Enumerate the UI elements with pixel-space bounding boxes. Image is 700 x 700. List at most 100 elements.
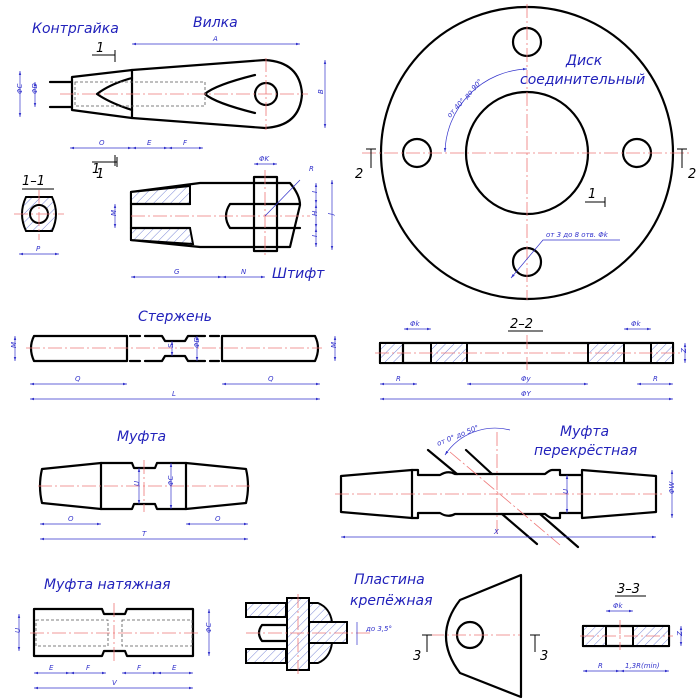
vilka-view: Контргайка Вилка 1 A B ΦC ΦD O E F 1 [16,15,327,182]
perek-right-cone [580,468,658,520]
mufta-perek-view: Муфта перекрёстная от 0° до 50° U ΦW X [335,424,676,549]
dim-V: V [112,679,118,687]
dim-I-top: I [311,191,319,193]
dim-D: ΦD [31,82,39,94]
section-2-2-label: 2–2 [510,317,533,332]
dim-Q-left: Q [75,375,81,383]
dim-F-right: F [137,664,142,672]
dim-Y: ΦY [521,390,532,398]
section-3-3-label: 3–3 [617,582,640,597]
section-label-1-bottom: 1 [96,167,104,182]
title-kontrgaika: Контргайка [32,21,119,37]
section-label-3-right: 3 [540,649,548,664]
dim-M-left: M [10,342,18,348]
mufta-right-cone [184,461,250,511]
dim-y: Φy [521,375,532,383]
dim-Z: Z [680,348,688,354]
title-perek-1: Муфта [560,424,609,440]
dim-R-3: R [598,662,603,670]
section-mark-2-left [366,148,376,168]
dim-N: N [241,268,247,276]
title-disk-1: Диск [565,53,603,69]
dim-M-right: M [330,342,338,348]
dim-Q-right: Q [268,375,274,383]
disk-view: Диск соединительный от 40° до 90° от 3 д… [355,4,696,301]
title-mufta: Муфта [117,429,166,445]
dim-K: ΦK [259,155,271,163]
dim-B: B [317,89,325,94]
sterzhen-view: Стержень M M S ΦD Q Q L [10,309,338,401]
section-label-1-top: 1 [96,41,104,56]
disk-holes-note: от 3 до 8 отв. Φk [546,231,609,239]
section-1-1-view: 1–1 P [14,174,64,256]
dim-E-left: E [49,664,54,672]
dim-S: S [167,343,175,348]
dim-T: T [142,530,147,538]
dim-C: ΦC [16,83,24,94]
perek-cross-rod [426,448,580,549]
dim-C-mufta: ΦC [167,475,175,486]
section-label-3-left: 3 [413,649,421,664]
title-plastina-1: Пластина [354,572,425,588]
dim-M: M [110,210,118,216]
dim-I-bottom: I [311,235,319,237]
disk-angle-note: от 40° до 90° [446,78,485,120]
natyazh-outline [32,607,195,658]
section-mark-1-top [92,50,116,62]
dim-R-right: R [653,375,658,383]
section-2-2-view: 2–2 Φk Φk Z R Φy R ΦY [375,317,688,401]
clevis-outline [129,181,302,249]
section-mark-3-right [530,634,540,652]
section-mark-3-left [422,634,432,652]
mufta-left-cone [38,461,103,511]
dim-O: O [99,139,105,147]
dim-k-right: Φk [631,320,642,328]
mufta-view: Муфта U ΦC O O T [38,429,250,541]
section-mark-2-right [677,148,687,168]
plastina-angle-note: до 3,5° [365,625,392,633]
dim-O-right: O [215,515,221,523]
shtift-view: 1 ΦK R M I H I J G N Штифт [92,155,335,282]
mufta-natyazh-view: Муфта натяжная U ΦC E F F E V [14,577,213,690]
dim-W: ΦW [668,480,676,494]
section-1-1-label: 1–1 [22,174,45,189]
dim-E: E [147,139,152,147]
dim-Z-3: Z [676,631,684,637]
pin [252,175,279,253]
dim-E-right: E [172,664,177,672]
dim-R: R [309,165,314,173]
rod-left-end [29,334,129,363]
locknut-cone [95,76,134,112]
section-label-2-right: 2 [688,167,696,182]
title-sterzhen: Стержень [138,309,212,325]
perek-middle [410,468,584,520]
dim-A: A [212,35,218,43]
section-label-1-shtift: 1 [92,162,100,177]
dim-H: H [311,210,319,216]
dim-F: F [183,139,188,147]
dim-G: G [174,268,180,276]
dim-U-natyazh: U [14,628,22,633]
dim-X: X [493,528,499,536]
plastina-joint-view: Пластина крепёжная до 3,5° [245,572,433,675]
rod-stub [48,80,74,109]
mufta-middle [99,461,188,511]
plate-outline [444,573,523,699]
dim-R-left: R [396,375,401,383]
clevis-hatch [130,227,195,246]
dim-P: P [36,245,41,253]
dim-J: J [327,213,335,217]
plastina-plan-view: 3 3 [413,573,548,699]
joint-plate [308,621,348,644]
title-perek-2: перекрёстная [534,443,637,459]
dim-O-left: O [68,515,74,523]
title-natyazh: Муфта натяжная [44,577,171,593]
section-3-3-view: 3–3 Φk Z R 1,3R(min) [580,582,684,673]
rod-right-end [220,334,320,363]
dim-k-3: Φk [613,602,624,610]
section-label-1-disk: 1 [588,187,596,202]
fork-cone [203,73,257,115]
rod-middle [128,334,221,363]
title-plastina-2: крепёжная [350,593,433,609]
